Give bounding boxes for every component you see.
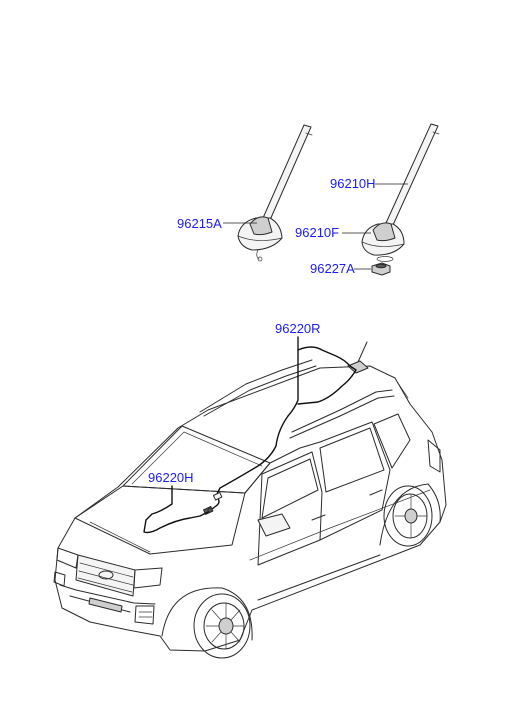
part-number-feeder-cable-roof: 96220R (275, 321, 321, 336)
part-number-antenna-nut: 96227A (310, 261, 355, 276)
part-number-antenna-base: 96210F (295, 225, 339, 240)
roof-antenna-mount (347, 341, 369, 374)
feeder-cable-front (143, 485, 213, 534)
antenna-assembly-right (342, 123, 440, 276)
rear-wheel (379, 483, 441, 547)
part-number-feeder-cable-front: 96220H (148, 470, 194, 485)
antenna-assembly-left (223, 124, 313, 262)
vehicle-illustration (53, 341, 447, 659)
front-grille (75, 554, 136, 597)
front-wheel (161, 587, 253, 659)
part-number-antenna-mast: 96210H (330, 176, 376, 191)
antenna-nut (371, 262, 391, 276)
feeder-cable-roof (203, 336, 357, 515)
part-number-antenna-assy: 96215A (177, 216, 222, 231)
